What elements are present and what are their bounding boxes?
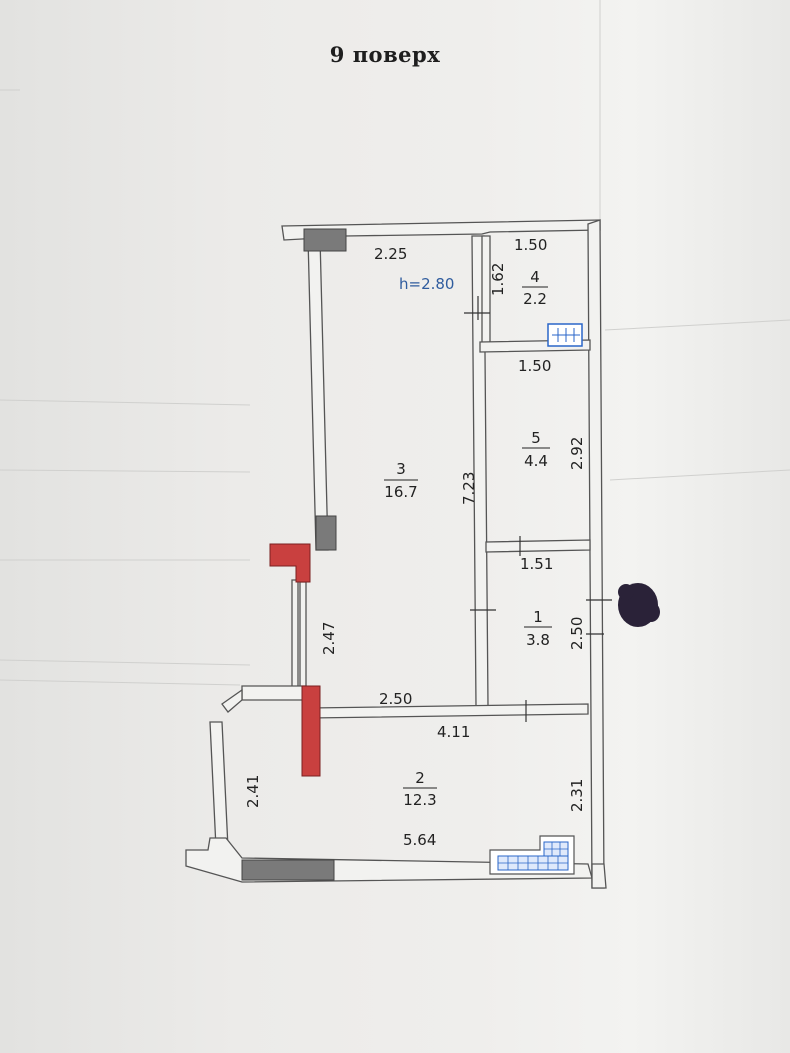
dim-room5-bottom: 1.51 xyxy=(520,555,553,573)
background-sheet-lines xyxy=(0,0,790,686)
dim-top-left: 2.25 xyxy=(374,245,407,263)
dim-room2-left-height: 2.41 xyxy=(244,775,262,808)
room-2-label: 2 12.3 xyxy=(403,769,437,809)
ventilation-box xyxy=(547,323,583,347)
dim-bottom-width: 5.64 xyxy=(403,831,436,849)
dim-room1-height: 2.50 xyxy=(568,617,586,650)
svg-text:16.7: 16.7 xyxy=(384,483,417,501)
floor-title: 9 поверх xyxy=(329,42,441,67)
room-5-label: 5 4.4 xyxy=(522,429,550,470)
svg-text:3.8: 3.8 xyxy=(526,631,550,649)
brick-wall-top xyxy=(269,543,311,583)
dim-room3-bottom: 2.50 xyxy=(379,690,412,708)
ceiling-height-label: h=2.80 xyxy=(399,275,454,293)
svg-text:1: 1 xyxy=(533,608,543,626)
dim-room2-right-height: 2.31 xyxy=(568,779,586,812)
dim-room5-height: 2.92 xyxy=(568,437,586,470)
column-top xyxy=(303,228,347,252)
radiator-grid xyxy=(489,835,575,875)
svg-text:2.2: 2.2 xyxy=(523,290,547,308)
dim-top-right: 1.50 xyxy=(514,236,547,254)
tick-marks xyxy=(464,296,612,722)
dim-room4-height: 1.62 xyxy=(489,263,507,296)
column-bottom xyxy=(241,859,335,881)
room-1-label: 1 3.8 xyxy=(524,608,552,649)
brick-wall-bottom xyxy=(301,685,321,777)
svg-text:4.4: 4.4 xyxy=(524,452,548,470)
svg-text:4: 4 xyxy=(530,268,540,286)
horizontal-dimensions: 2.25 1.50 1.50 1.51 2.50 4.11 5.64 xyxy=(374,236,553,849)
room-labels: 4 2.2 3 16.7 5 4.4 1 3.8 2 12.3 xyxy=(384,268,552,809)
dim-corridor-width: 4.11 xyxy=(437,723,470,741)
column-mid xyxy=(315,515,337,551)
dim-mid-right: 1.50 xyxy=(518,357,551,375)
vertical-dimensions: 7.23 1.62 2.92 2.50 2.31 2.47 2.41 xyxy=(244,263,586,812)
dim-balcony-height: 2.47 xyxy=(320,622,338,655)
svg-text:12.3: 12.3 xyxy=(403,791,436,809)
ink-blot xyxy=(618,583,660,627)
dim-room3-height: 7.23 xyxy=(460,472,478,505)
svg-text:3: 3 xyxy=(396,460,406,478)
room-4-label: 4 2.2 xyxy=(522,268,548,308)
walls xyxy=(185,219,607,889)
svg-text:2: 2 xyxy=(415,769,425,787)
room-3-label: 3 16.7 xyxy=(384,460,418,501)
svg-text:5: 5 xyxy=(531,429,541,447)
